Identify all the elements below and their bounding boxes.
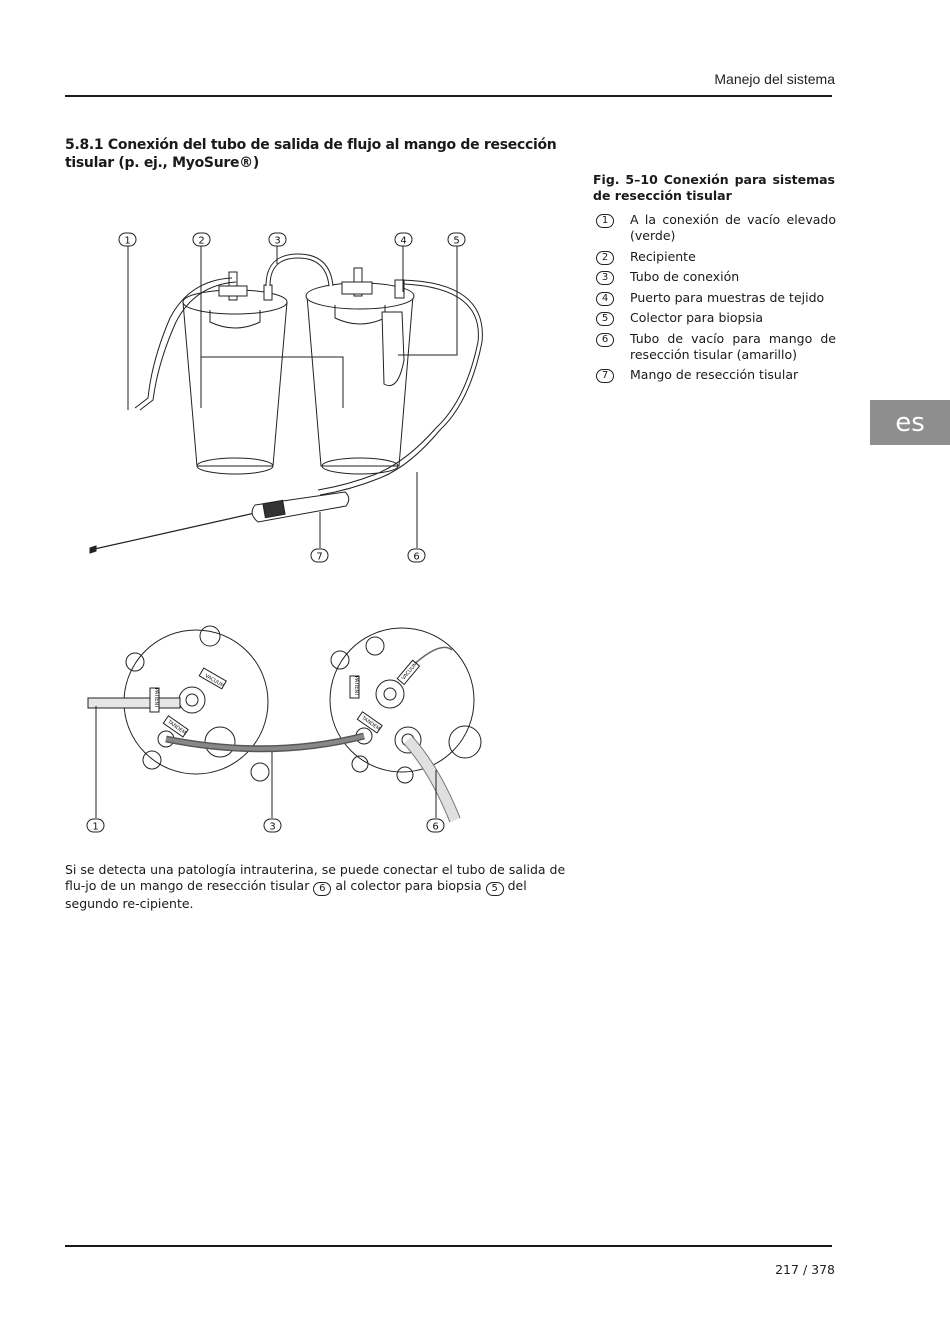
svg-text:3: 3 xyxy=(274,236,280,247)
header-rule xyxy=(65,95,832,97)
inline-reference: 6 xyxy=(313,882,332,896)
callout-6: 6 xyxy=(407,548,426,563)
patient-label: PATIENT xyxy=(153,688,159,709)
callouts: 1 2 3 4 5 7 6 1 3 6 xyxy=(86,232,466,833)
legend-number: 2 xyxy=(596,250,614,265)
port-stamps: VACUUM PATIENT TANDEM VACUUM PATIENT TAN… xyxy=(149,659,421,738)
page-number: 217 / 378 xyxy=(775,1262,835,1277)
svg-text:3: 3 xyxy=(269,822,275,833)
svg-text:2: 2 xyxy=(198,236,204,247)
svg-text:7: 7 xyxy=(316,552,322,563)
legend-number: 4 xyxy=(596,291,614,306)
callout-leaders-bottom xyxy=(95,706,437,818)
legend-item: 1 A la conexión de vacío elevado (verde) xyxy=(596,212,836,244)
callout-3-bottom: 3 xyxy=(263,818,282,833)
bottom-vacuum-tube xyxy=(87,646,461,823)
canister-left xyxy=(182,271,288,475)
legend-number: 5 xyxy=(596,312,614,326)
connection-tube xyxy=(265,253,334,287)
language-tab: es xyxy=(870,400,950,445)
inline-reference: 5 xyxy=(485,882,504,896)
callout-6-bottom: 6 xyxy=(426,818,445,833)
svg-text:6: 6 xyxy=(413,552,419,563)
callout-leaders-top xyxy=(127,246,458,548)
body-text-part: del segundo re-cipiente. xyxy=(65,878,527,911)
svg-text:1: 1 xyxy=(124,236,130,247)
legend-text: Tubo de vacío para mango de resección ti… xyxy=(630,330,836,362)
legend-number: 7 xyxy=(596,369,614,383)
tissue-resection-handle xyxy=(89,491,350,554)
svg-text:5: 5 xyxy=(453,236,459,247)
legend-text: Puerto para muestras de tejido xyxy=(630,289,825,305)
legend-item: 5 Colector para biopsia xyxy=(596,310,836,326)
legend-number: 3 xyxy=(596,271,614,285)
legend-item: 3 Tubo de conexión xyxy=(596,269,836,285)
patient-label: PATIENT xyxy=(353,676,359,697)
legend-text: Tubo de conexión xyxy=(630,269,740,284)
lid-right xyxy=(329,627,482,784)
body-text-part: al colector para biopsia xyxy=(335,878,482,893)
high-vacuum-tube xyxy=(134,277,237,411)
callout-7: 7 xyxy=(310,548,329,563)
svg-text:4: 4 xyxy=(400,236,406,247)
section-heading: 5.8.1 Conexión del tubo de salida de flu… xyxy=(65,137,557,171)
bottom-connection-tube xyxy=(165,732,365,753)
running-header: Manejo del sistema xyxy=(714,71,835,87)
svg-text:1: 1 xyxy=(92,822,98,833)
legend-item: 2 Recipiente xyxy=(596,249,836,265)
body-text-part: Si se detecta una patología intrauterina… xyxy=(65,862,566,893)
svg-text:6: 6 xyxy=(432,822,438,833)
callout-3: 3 xyxy=(268,232,287,247)
legend-text: Mango de resección tisular xyxy=(630,367,799,382)
legend-number: 1 xyxy=(596,214,614,228)
legend-item: 4 Puerto para muestras de tejido xyxy=(596,290,836,306)
callout-1: 1 xyxy=(118,232,137,247)
legend-item: 7 Mango de resección tisular xyxy=(596,367,836,383)
canister-right xyxy=(305,267,415,475)
legend-text: Colector para biopsia xyxy=(630,310,764,325)
callout-2: 2 xyxy=(192,232,211,247)
legend-item: 6 Tubo de vacío para mango de resección t… xyxy=(596,331,836,363)
legend-text: A la conexión de vacío elevado (verde) xyxy=(630,212,836,243)
legend-number: 6 xyxy=(596,332,614,347)
footer-rule xyxy=(65,1245,832,1247)
callout-1-bottom: 1 xyxy=(86,818,105,833)
callout-4: 4 xyxy=(394,232,413,247)
legend-text: Recipiente xyxy=(630,248,696,264)
resection-handle-tube xyxy=(317,279,483,496)
callout-5: 5 xyxy=(447,232,466,247)
body-paragraph: Si se detecta una patología intrauterina… xyxy=(65,862,575,912)
figure-caption: Fig. 5–10 Conexión para sistemas de rese… xyxy=(593,172,835,203)
